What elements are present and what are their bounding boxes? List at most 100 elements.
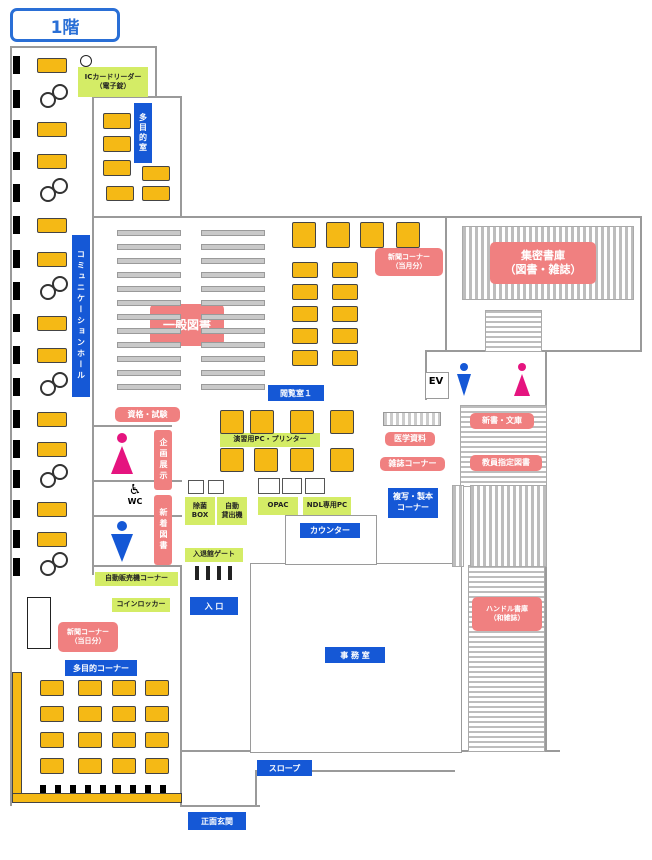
counter-desk <box>12 793 182 803</box>
bookshelf <box>117 230 181 236</box>
table <box>142 186 170 201</box>
opac-label[interactable]: OPAC <box>258 497 298 515</box>
lounge-seat <box>52 276 68 292</box>
table <box>290 448 314 472</box>
table <box>40 680 64 696</box>
stacks-shelves <box>485 310 542 352</box>
table <box>112 680 136 696</box>
chair <box>13 314 20 332</box>
lounge-seat <box>52 178 68 194</box>
lounge-seat <box>40 186 56 202</box>
table <box>332 328 358 344</box>
table <box>37 252 67 267</box>
table <box>292 262 318 278</box>
table <box>78 732 102 748</box>
magazine-corner-label: 雑誌コーナー <box>380 457 445 471</box>
slope-label: スロープ <box>257 760 312 776</box>
wall <box>255 770 455 772</box>
ndl-pc-label[interactable]: NDL専用PC <box>303 497 351 515</box>
table <box>106 186 134 201</box>
bookshelf <box>201 384 265 390</box>
table <box>250 410 274 434</box>
chair <box>13 56 20 74</box>
wall <box>180 96 182 216</box>
general-books-label: 一般図書 <box>150 304 224 346</box>
chair <box>13 346 20 364</box>
chair <box>13 470 20 488</box>
table <box>37 218 67 233</box>
table <box>103 160 131 176</box>
table <box>330 448 354 472</box>
table <box>220 410 244 434</box>
copy-bookbinding-label: 複写・製本 コーナー <box>388 488 438 518</box>
entry-gate-icon <box>193 565 238 580</box>
chair <box>13 120 20 138</box>
table <box>292 284 318 300</box>
new-paperbacks-label: 新書・文庫 <box>470 413 534 429</box>
table <box>330 410 354 434</box>
bookshelf <box>201 244 265 250</box>
bookshelf <box>117 384 181 390</box>
lounge-seat <box>52 464 68 480</box>
wall <box>10 46 12 806</box>
stacks-shelves <box>470 485 547 567</box>
chair <box>145 785 151 793</box>
newspaper-corner-day-label: 新聞コーナー （当日分） <box>58 622 118 652</box>
table <box>112 732 136 748</box>
closed-stacks-label: 集密書庫 （図書・雑誌） <box>490 242 596 284</box>
table <box>396 222 420 248</box>
counter-desk <box>12 672 22 802</box>
wall <box>255 770 257 805</box>
bookshelf <box>201 356 265 362</box>
table <box>332 306 358 322</box>
wall <box>155 46 157 96</box>
wall <box>92 515 182 517</box>
table <box>145 680 169 696</box>
table <box>142 166 170 181</box>
counter-label[interactable]: カウンター <box>300 523 360 538</box>
chair <box>70 785 76 793</box>
table <box>292 328 318 344</box>
coin-locker-label: コインロッカー <box>112 598 170 612</box>
table <box>37 58 67 73</box>
table <box>37 502 67 517</box>
bookshelf <box>117 300 181 306</box>
table <box>292 222 316 248</box>
wall <box>540 350 642 352</box>
table <box>37 122 67 137</box>
handle-stacks-label: ハンドル書庫 （和雑誌） <box>472 597 542 631</box>
lounge-seat <box>52 84 68 100</box>
wall <box>180 565 182 805</box>
bookshelf <box>201 230 265 236</box>
table <box>40 758 64 774</box>
textbooks-label: 教員指定図書 <box>470 455 542 471</box>
table <box>292 306 318 322</box>
new-books-label: 新着図書 <box>154 495 172 565</box>
chair <box>100 785 106 793</box>
chair <box>13 90 20 108</box>
device-box <box>282 478 302 494</box>
table <box>40 732 64 748</box>
table <box>112 758 136 774</box>
sterilization-box-label[interactable]: 除菌 BOX <box>185 497 215 525</box>
bookshelf <box>117 328 181 334</box>
lounge-seat <box>40 380 56 396</box>
bookshelf <box>201 328 265 334</box>
main-entrance-label[interactable]: 正面玄関 <box>188 812 246 830</box>
wall <box>92 96 94 426</box>
table <box>103 113 131 129</box>
qualifications-label: 資格・試験 <box>115 407 180 422</box>
wc-label: WC <box>127 497 143 506</box>
entrance-label[interactable]: 入 口 <box>190 597 238 615</box>
practice-pc-label[interactable]: 演習用PC・プリンター <box>220 433 320 447</box>
table <box>360 222 384 248</box>
table <box>37 348 67 363</box>
table <box>332 284 358 300</box>
elevator <box>425 372 449 399</box>
table <box>326 222 350 248</box>
lounge-seat <box>40 472 56 488</box>
bookshelf <box>117 244 181 250</box>
newspaper-table <box>27 597 51 649</box>
auto-lending-label[interactable]: 自動 貸出機 <box>217 497 247 525</box>
chair <box>115 785 121 793</box>
